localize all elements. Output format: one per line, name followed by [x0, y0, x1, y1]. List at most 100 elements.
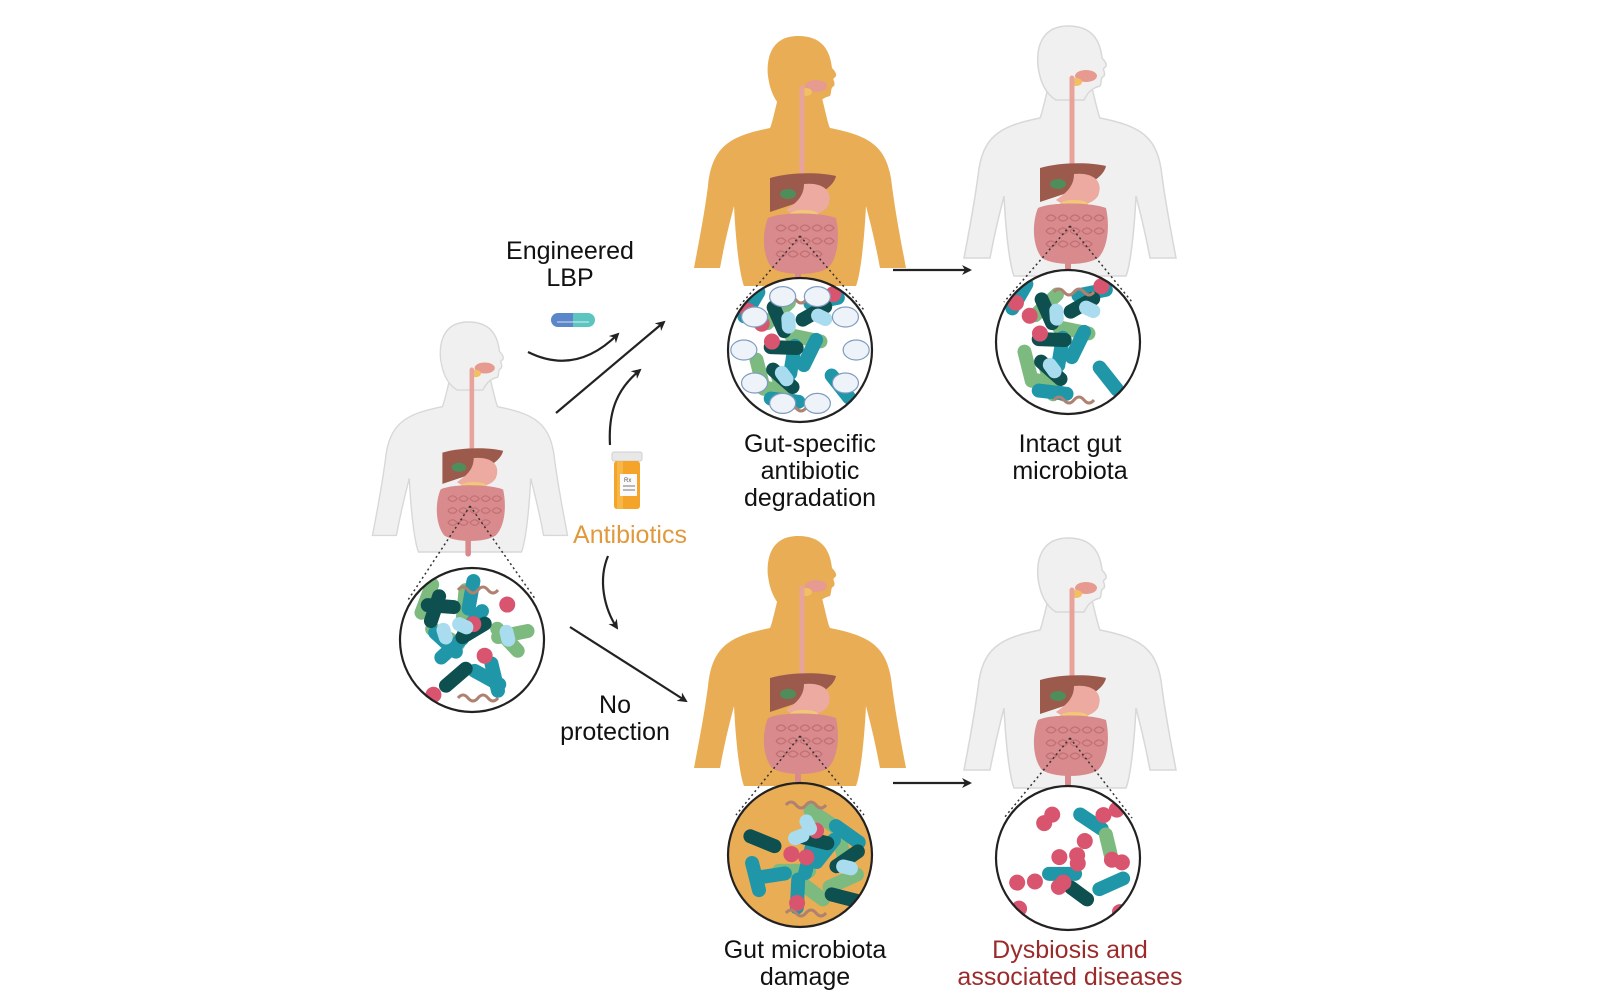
- intestines: [436, 485, 505, 541]
- intestine-loop: [823, 724, 835, 732]
- zoom-line-right: [799, 235, 865, 311]
- intestine-loop: [469, 507, 480, 514]
- dysbiosis-label-line1: Dysbiosis and: [992, 936, 1148, 964]
- intestine-loop: [787, 724, 799, 732]
- no-protection-label: No protection: [540, 692, 690, 746]
- stomach: [1056, 685, 1100, 718]
- intestine-loop: [787, 224, 799, 232]
- intestine-loop: [799, 737, 811, 745]
- human-body-protected-outcome: [963, 25, 1177, 281]
- bacterium-rod: [1031, 383, 1074, 401]
- gallbladder: [1050, 179, 1066, 189]
- arrows-group: [527, 265, 972, 788]
- microbiota-circle-outline: [726, 276, 874, 424]
- intestine-loop: [823, 237, 835, 245]
- intestine-loop: [799, 237, 811, 245]
- zoom-line-left: [407, 505, 471, 601]
- intestine-loop: [447, 519, 458, 526]
- intestine-loop: [469, 495, 480, 502]
- spirochete: [1052, 287, 1096, 297]
- zoom-line-right: [1069, 737, 1133, 819]
- bacterium-rod: [1042, 357, 1062, 379]
- damage-label-line2: damage: [759, 963, 851, 991]
- antibiotics-label: Antibiotics: [548, 522, 712, 549]
- intestine-loop: [823, 737, 835, 745]
- microbiota-contents: [730, 285, 870, 415]
- gallbladder: [451, 462, 467, 472]
- intestine-loop: [1057, 739, 1069, 747]
- bacterium-rod: [1064, 324, 1092, 365]
- intestine-loop: [799, 224, 811, 232]
- bacterium-rod: [836, 859, 858, 876]
- gallbladder: [780, 189, 796, 199]
- gallbladder: [1050, 691, 1066, 701]
- bacterium-rod: [1092, 871, 1131, 897]
- bacterium-coccus: [499, 596, 516, 613]
- zoom-line-left: [735, 735, 801, 816]
- bacterium-coccus: [763, 333, 780, 350]
- intestine-loop: [1081, 739, 1093, 747]
- intestine-loop: [1057, 227, 1069, 235]
- intestine-loop: [1045, 752, 1057, 760]
- intestine-loop: [1045, 227, 1057, 235]
- engineered-lbp-label: Engineered LBP: [490, 238, 650, 292]
- intestine-loop: [811, 737, 823, 745]
- bacterium-rod: [436, 622, 453, 645]
- degrader-cell: [730, 339, 758, 361]
- bacterium-coccus: [1095, 807, 1112, 824]
- microbiota-circle-outline: [398, 566, 546, 714]
- bacterium-rod: [1049, 303, 1064, 326]
- bacterium-rod: [1063, 880, 1095, 907]
- bacterium-rod: [467, 663, 507, 692]
- bacterium-coccus: [789, 895, 806, 912]
- intestine-loop: [1093, 726, 1105, 734]
- intestine-loop: [1057, 214, 1069, 222]
- stomach: [786, 683, 830, 716]
- engineered-lbp-label-line1: Engineered: [506, 237, 634, 265]
- intestine-loop: [1069, 227, 1081, 235]
- intestine-loop: [491, 495, 502, 502]
- intestine-loop: [775, 737, 787, 745]
- bacterium-rod: [499, 624, 516, 647]
- no-protection-label-line1: No: [599, 691, 631, 719]
- bacterium-rod: [811, 308, 833, 327]
- intestine-loop: [1093, 739, 1105, 747]
- bacterium-coccus: [1044, 806, 1061, 823]
- human-body-unprotected-exposed: [694, 536, 906, 791]
- intestine-loop: [1045, 214, 1057, 222]
- microbiota-damage-label: Gut microbiota damage: [690, 937, 920, 991]
- degrader-cell: [740, 306, 769, 328]
- zoom-line-right: [469, 505, 537, 601]
- intestine-loop: [775, 750, 787, 758]
- bacterium-rod: [774, 365, 794, 387]
- arrow-lbp-to-protected: [527, 332, 620, 362]
- mouth-organ: [1075, 70, 1097, 82]
- intestine-loop: [1093, 214, 1105, 222]
- intestine-loop: [775, 724, 787, 732]
- microbiota-zoom-protected-exposed: [726, 235, 874, 424]
- microbiota-zoom-initial: [398, 505, 546, 714]
- bacterium-coccus: [1055, 874, 1072, 891]
- degrader-cell: [740, 372, 769, 394]
- bacterium-coccus: [1021, 307, 1038, 324]
- zoom-line-left: [1003, 737, 1071, 819]
- arrow-initial-to-protected: [555, 320, 666, 414]
- degrader-cell: [769, 285, 797, 308]
- arrow-antibiotic-to-protected: [608, 368, 642, 446]
- bacterium-rod: [788, 828, 810, 846]
- intestine-loop: [811, 224, 823, 232]
- bacterium-coccus: [1031, 325, 1048, 342]
- degrader-cell: [831, 372, 860, 394]
- bacterium-rod: [438, 661, 473, 693]
- intestine-loop: [1081, 227, 1093, 235]
- microbiota-circle-outline: [994, 268, 1142, 416]
- bacterium-coccus: [1007, 294, 1024, 311]
- intestine-loop: [1093, 227, 1105, 235]
- svg-text:Rx: Rx: [624, 478, 631, 484]
- spirochete: [456, 693, 500, 703]
- bacterium-rod: [828, 819, 866, 850]
- microbiota-contents: [414, 574, 535, 703]
- dysbiosis-label-line2: associated diseases: [957, 963, 1183, 991]
- microbiota-contents: [1009, 801, 1131, 921]
